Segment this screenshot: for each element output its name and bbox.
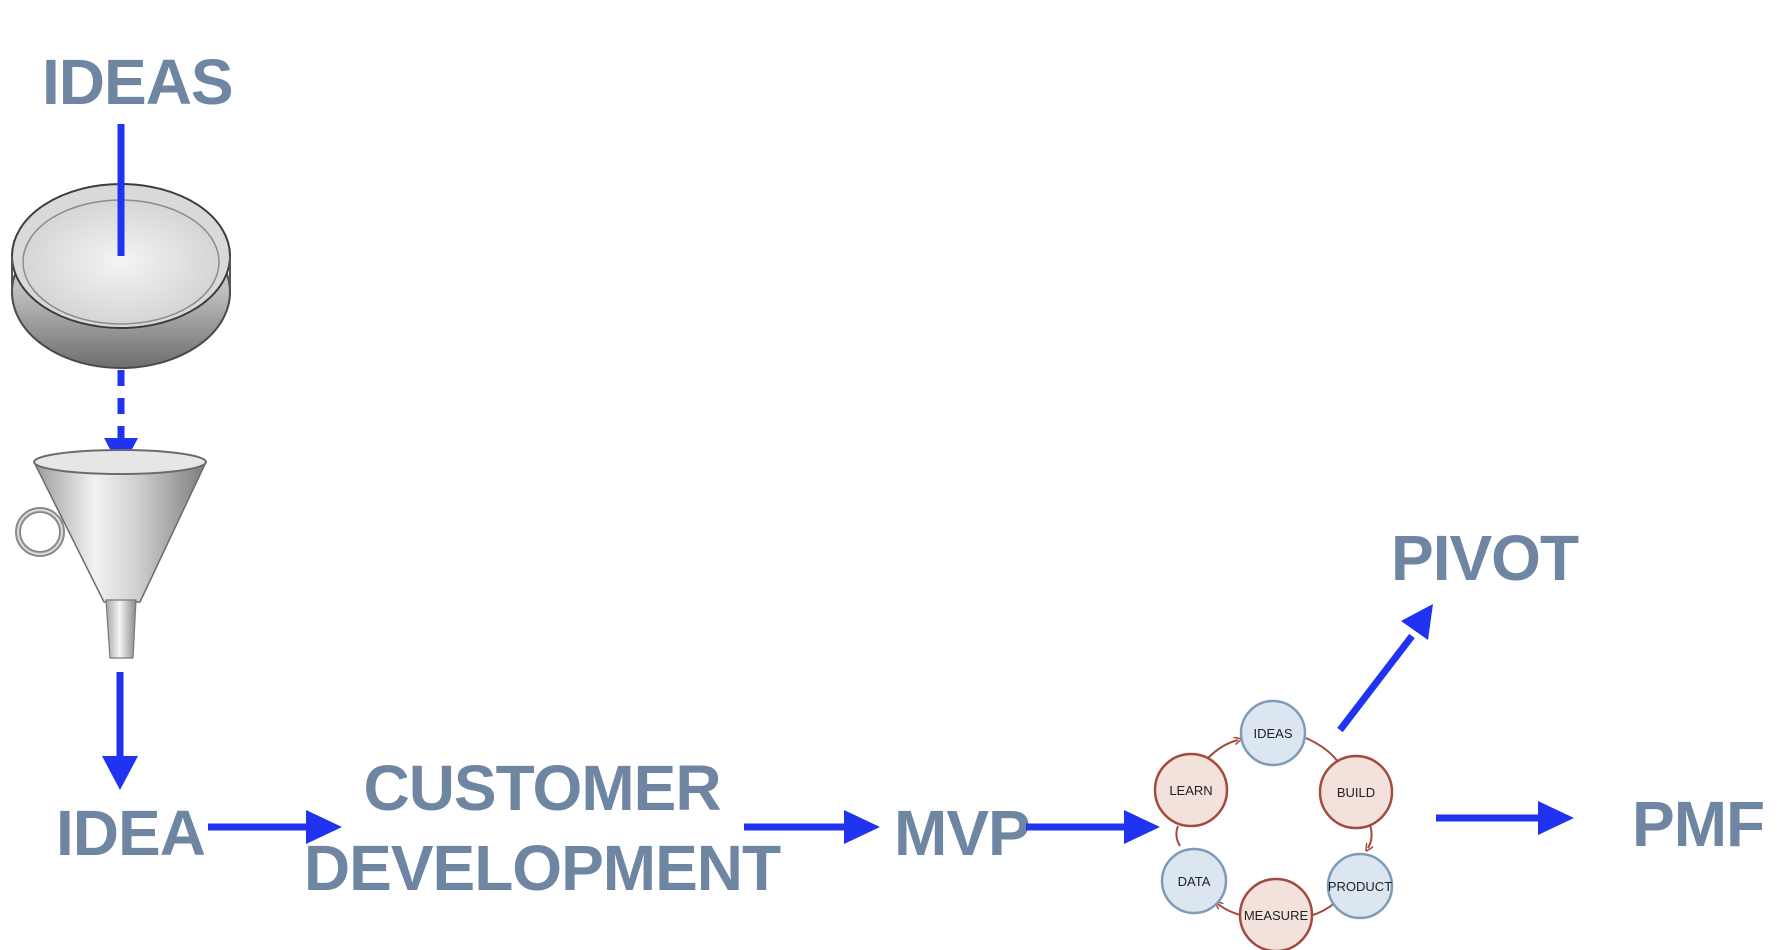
cycle-arc-product-measure: [1309, 901, 1337, 917]
funnel-to-idea-arrowhead: [102, 756, 138, 790]
custdev-to-mvp-arrowhead: [844, 810, 880, 844]
cycle-node-learn-label: LEARN: [1169, 783, 1212, 798]
cycle-arc-learn-ideas: [1207, 740, 1238, 759]
cycle-node-measure-label: MEASURE: [1244, 908, 1309, 923]
mvp-to-cycle-arrowhead: [1124, 810, 1160, 844]
cycle-to-pivot-arrow: [1337, 633, 1415, 733]
cycle-to-pivot-arrowhead: [1401, 604, 1433, 640]
mvp-label: MVP: [894, 797, 1030, 869]
cycle-node-data: DATA: [1160, 847, 1228, 915]
cycle-arc-ideas-build: [1305, 737, 1339, 763]
idea-to-custdev-arrowhead: [306, 810, 342, 844]
development-label: DEVELOPMENT: [304, 832, 781, 904]
cycle-node-learn: LEARN: [1153, 752, 1229, 828]
cycle-node-build-label: BUILD: [1337, 785, 1375, 800]
cycle-node-ideas-label: IDEAS: [1253, 726, 1292, 741]
cycle-node-product-label: PRODUCT: [1328, 879, 1392, 894]
cycle-to-pmf-arrowhead: [1538, 801, 1574, 835]
cycle-node-measure: MEASURE: [1238, 877, 1314, 950]
pivot-label: PIVOT: [1391, 522, 1579, 594]
pmf-label: PMF: [1632, 788, 1764, 860]
cycle-node-product: PRODUCT: [1326, 852, 1394, 920]
cycle-arc-build-product: [1368, 824, 1372, 848]
cycle-node-ideas: IDEAS: [1239, 699, 1307, 767]
funnel-icon: [15, 449, 208, 659]
idea-label: IDEA: [56, 797, 205, 869]
cycle-node-data-label: DATA: [1178, 874, 1211, 889]
cycle-arc-data-learn: [1175, 825, 1181, 847]
cycle-node-build: BUILD: [1318, 754, 1394, 830]
ideas-label: IDEAS: [42, 46, 233, 118]
customer-label: CUSTOMER: [363, 752, 720, 824]
build-measure-learn-cycle: IDEAS BUILD PRODUCT MEASURE DATA LEARN: [1153, 699, 1394, 950]
